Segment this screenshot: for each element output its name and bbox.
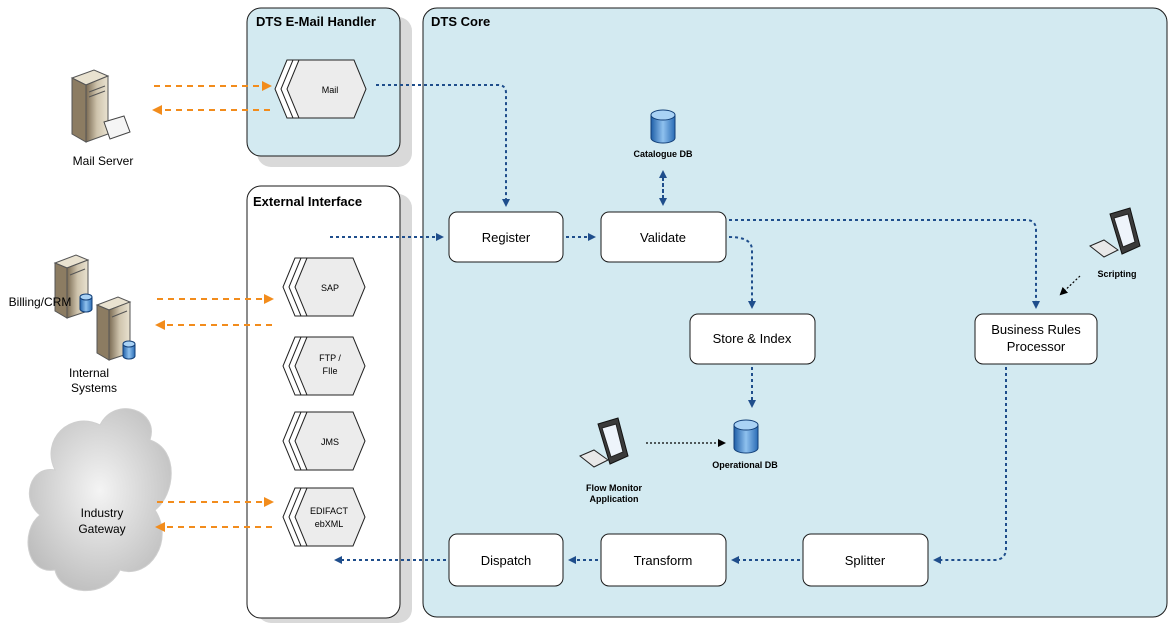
validate-label: Validate	[640, 230, 686, 245]
sap-connector: SAP	[282, 257, 366, 317]
flow-monitor-label-1: Flow Monitor	[586, 483, 642, 493]
scripting-label: Scripting	[1097, 269, 1136, 279]
business-rules-label-1: Business Rules	[991, 322, 1081, 337]
core-title: DTS Core	[431, 14, 490, 29]
validate-to-store-arrow	[728, 236, 756, 309]
ftp-connector-label-1: FTP /	[319, 353, 341, 363]
flow-arrows	[330, 84, 1040, 564]
external-interface-title: External Interface	[253, 194, 362, 209]
flow-monitor-workstation: Flow Monitor Application	[579, 417, 642, 504]
validate-to-rules-arrow	[729, 219, 1040, 309]
mail-server-label: Mail Server	[73, 154, 134, 168]
core-panel: DTS Core	[422, 7, 1168, 618]
internal-systems-label-2: Systems	[71, 381, 117, 395]
edifact-connector-label-1: EDIFACT	[310, 506, 349, 516]
ftp-connector-label-2: FIle	[322, 366, 337, 376]
flow-monitor-label-2: Application	[590, 494, 639, 504]
mail-connector-label: Mail	[322, 85, 339, 95]
scripting-to-rules-arrow	[1059, 275, 1081, 296]
monitor-arrows	[646, 275, 1081, 447]
rules-to-splitter-arrow	[933, 367, 1007, 564]
internal-systems-label-1: Internal	[69, 366, 109, 380]
database-icon	[733, 419, 759, 454]
splitter-label: Splitter	[845, 553, 886, 568]
edifact-connector: EDIFACT ebXML	[282, 487, 366, 547]
server-icon	[70, 69, 131, 143]
store-index-label: Store & Index	[713, 331, 792, 346]
dispatch-label: Dispatch	[481, 553, 532, 568]
transform-label: Transform	[634, 553, 693, 568]
register-label: Register	[482, 230, 531, 245]
billing-crm-server: Billing/CRM	[9, 254, 93, 319]
jms-connector-label: JMS	[321, 437, 339, 447]
internal-systems-server: Internal Systems	[69, 296, 136, 395]
business-rules-label-2: Processor	[1007, 339, 1066, 354]
catalogue-db-label: Catalogue DB	[633, 149, 693, 159]
mail-server: Mail Server	[70, 69, 134, 168]
external-arrows	[152, 81, 274, 532]
dispatch-box: Dispatch	[448, 533, 564, 587]
computer-icon	[579, 417, 629, 468]
server-icon	[53, 254, 93, 319]
server-icon	[95, 296, 136, 361]
operational-db-label: Operational DB	[712, 460, 778, 470]
jms-connector: JMS	[282, 411, 366, 471]
ftp-connector: FTP / FIle	[282, 336, 366, 396]
business-rules-box: Business Rules Processor	[974, 313, 1098, 365]
mail-to-register-arrow	[376, 84, 510, 207]
scripting-workstation: Scripting	[1089, 207, 1141, 279]
computer-icon	[1089, 207, 1141, 258]
industry-gateway-label-1: Industry	[81, 506, 124, 520]
mail-connector: Mail	[274, 59, 367, 119]
industry-gateway-cloud: Industry Gateway	[27, 408, 172, 592]
store-index-box: Store & Index	[689, 313, 816, 365]
transform-box: Transform	[600, 533, 727, 587]
external-interface-panel: External Interface	[246, 185, 412, 623]
database-icon	[650, 109, 676, 144]
splitter-box: Splitter	[802, 533, 929, 587]
industry-gateway-label-2: Gateway	[78, 522, 125, 536]
register-box: Register	[448, 211, 564, 263]
billing-crm-label: Billing/CRM	[9, 295, 72, 309]
validate-box: Validate	[600, 211, 727, 263]
email-handler-title: DTS E-Mail Handler	[256, 14, 376, 29]
operational-db: Operational DB	[712, 419, 778, 470]
catalogue-db: Catalogue DB	[633, 109, 693, 159]
edifact-connector-label-2: ebXML	[315, 519, 344, 529]
sap-connector-label: SAP	[321, 283, 339, 293]
